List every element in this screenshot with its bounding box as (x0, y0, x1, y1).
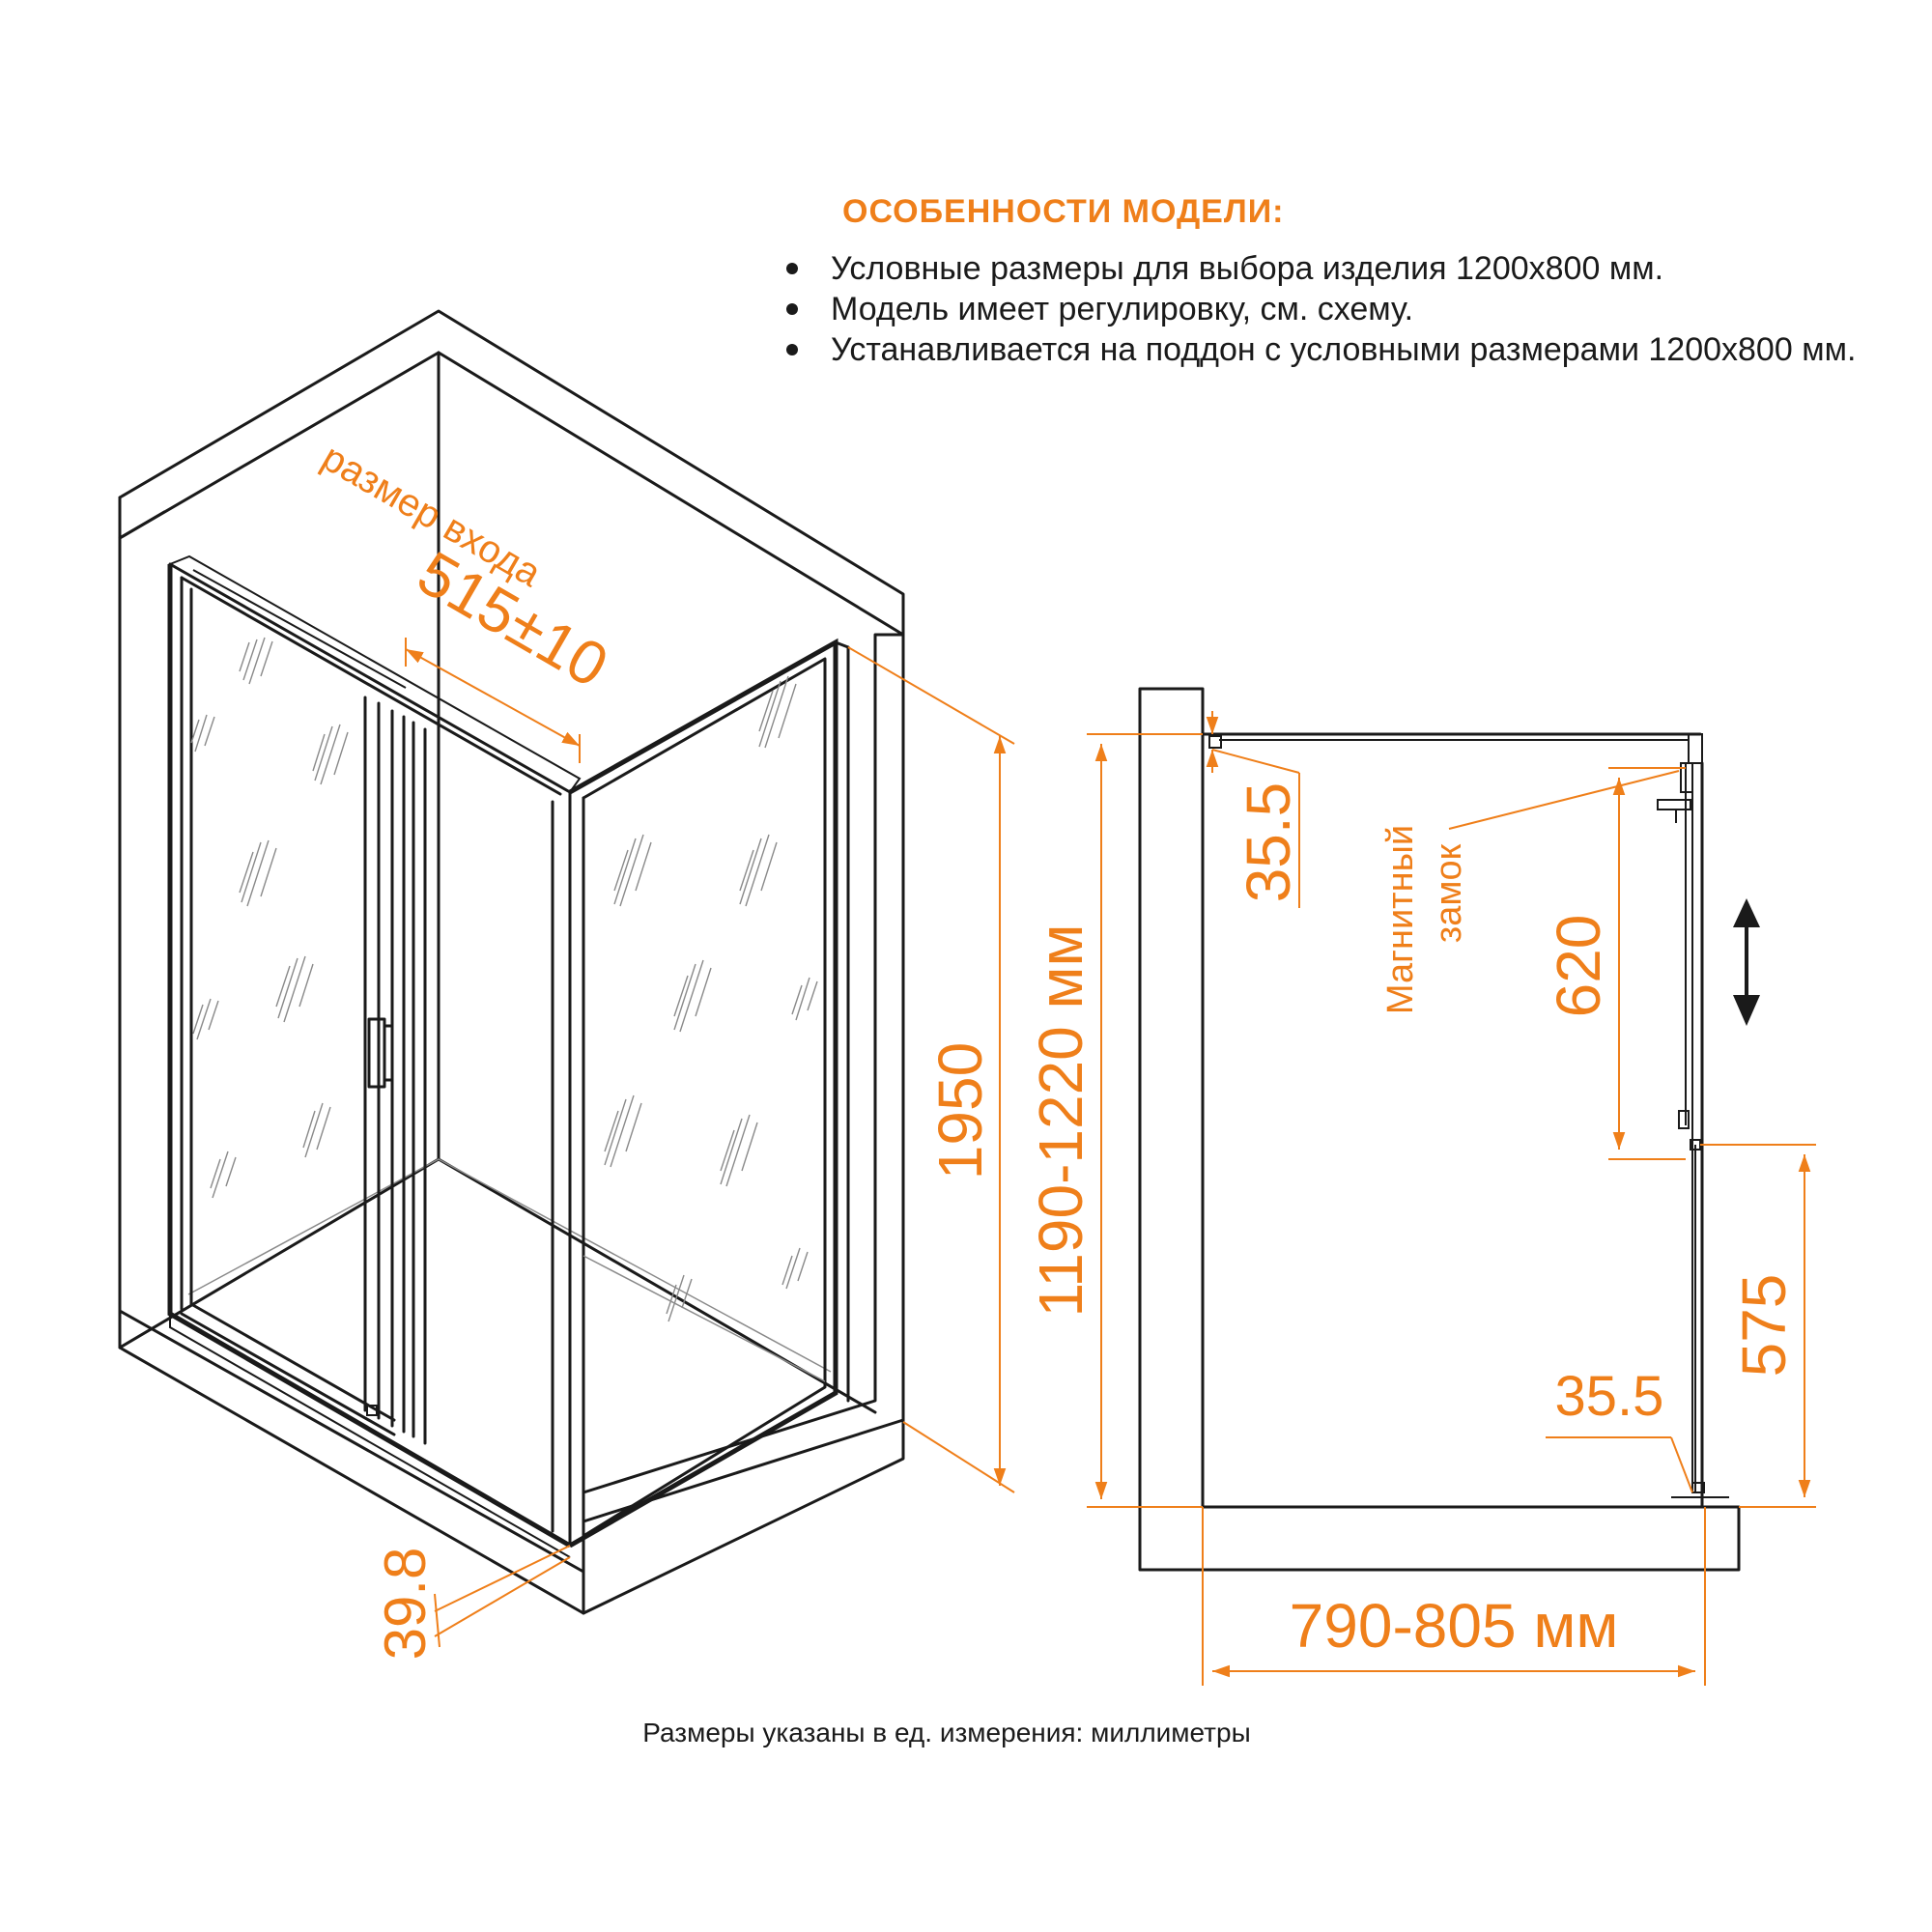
adjustment-arrow-icon (1733, 898, 1760, 1026)
features-title: ОСОБЕННОСТИ МОДЕЛИ: (842, 193, 1285, 230)
upper-height-dimension: 620 (1544, 767, 1686, 1160)
lock-label-line1: Магнитный (1380, 825, 1421, 1014)
bottom-gap-value: 35.5 (1555, 1365, 1664, 1428)
features-list: Условные размеры для выбора изделия 1200… (773, 248, 1884, 370)
feature-item: Условные размеры для выбора изделия 1200… (773, 248, 1884, 289)
height-value: 1950 (925, 1042, 995, 1179)
isometric-view: размер входа 515±10 1950 39.8 (118, 309, 1015, 1661)
side-view: 1190-1220 мм 35.5 Магнитный замок 620 (1026, 687, 1816, 1686)
feature-item: Устанавливается на поддон с условными ра… (773, 329, 1884, 370)
front-frame (167, 554, 582, 1558)
glass-texture (190, 637, 818, 1322)
lock-label-line2: замок (1429, 843, 1469, 943)
width-dimension: 1190-1220 мм (1026, 733, 1203, 1508)
top-gap-dimension: 35.5 (1206, 711, 1303, 908)
lock-callout: Магнитный замок (1380, 770, 1680, 1014)
upper-height-value: 620 (1544, 915, 1613, 1018)
bottom-offset-dimension: 39.8 (373, 1545, 571, 1661)
width-range-value: 1190-1220 мм (1026, 923, 1095, 1317)
lower-height-value: 575 (1729, 1274, 1799, 1378)
side-panel (568, 638, 850, 1548)
shower-tray (118, 1158, 905, 1615)
lower-height-dimension: 575 (1700, 1144, 1816, 1508)
bottom-offset-value: 39.8 (373, 1548, 438, 1661)
bottom-gap-dimension: 35.5 (1546, 1365, 1693, 1493)
height-dimension: 1950 (847, 646, 1015, 1493)
units-footnote: Размеры указаны в ед. измерения: миллиме… (642, 1718, 1251, 1747)
depth-range-value: 790-805 мм (1290, 1591, 1619, 1661)
top-gap-value: 35.5 (1234, 782, 1303, 903)
feature-item: Модель имеет регулировку, см. схему. (773, 289, 1884, 329)
features-block: ОСОБЕННОСТИ МОДЕЛИ: Условные размеры для… (773, 193, 1884, 370)
walls (118, 309, 905, 1574)
door-handle (367, 1017, 394, 1089)
depth-dimension: 790-805 мм (1202, 1507, 1706, 1686)
